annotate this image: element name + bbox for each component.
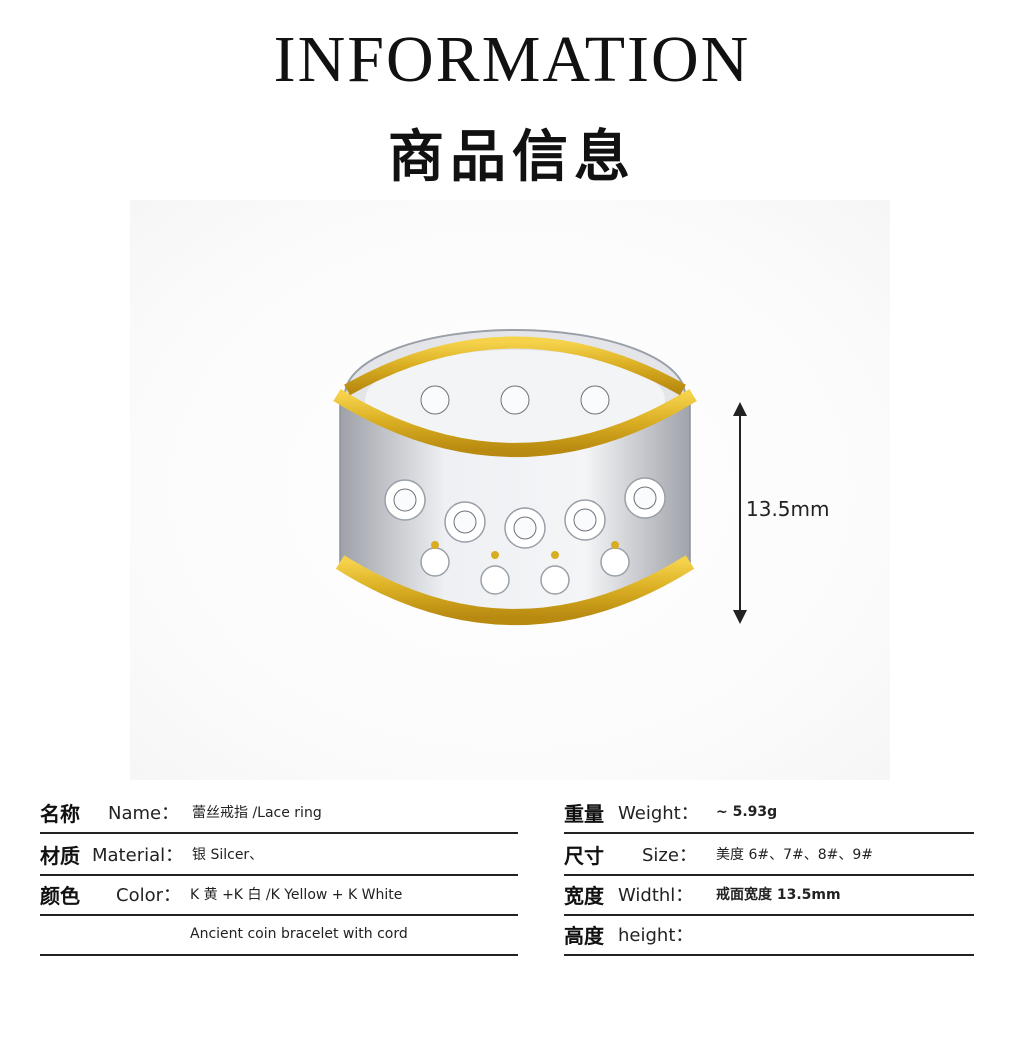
spec-label-zh: 颜色 xyxy=(40,883,80,908)
page-title-english: INFORMATION xyxy=(273,23,751,96)
spec-row-name: 名称 Name： 蕾丝戒指 /Lace ring xyxy=(40,792,518,834)
spec-row-size: 尺寸 Size： 美度 6#、7#、8#、9# xyxy=(564,834,974,876)
spec-value: Ancient coin bracelet with cord xyxy=(190,926,408,942)
spec-label-en: Color： xyxy=(116,885,181,906)
spec-value: 美度 6#、7#、8#、9# xyxy=(716,847,874,863)
spec-label-zh: 尺寸 xyxy=(564,843,604,868)
spec-label-en: Size： xyxy=(642,845,697,866)
spec-row-weight: 重量 Weight： ~ 5.93g xyxy=(564,792,974,834)
spec-value: ~ 5.93g xyxy=(716,804,778,820)
spec-value: 戒面宽度 13.5mm xyxy=(716,887,841,903)
spec-label-en: Name： xyxy=(108,803,180,824)
spec-label-zh: 高度 xyxy=(564,923,604,948)
spec-row-height: 高度 height： xyxy=(564,914,974,956)
spec-value: 蕾丝戒指 /Lace ring xyxy=(192,805,322,821)
spec-label-zh: 材质 xyxy=(40,843,80,868)
page-title-chinese: 商品信息 xyxy=(388,125,636,190)
spec-row-color: 颜色 Color： K 黄 +K 白 /K Yellow + K White xyxy=(40,874,518,916)
spec-label-en: Weight： xyxy=(618,803,699,824)
height-dimension-label: 13.5mm xyxy=(746,497,830,521)
spec-label-en: Material： xyxy=(92,845,184,866)
spec-value: K 黄 +K 白 /K Yellow + K White xyxy=(190,887,403,903)
spec-label-en: height： xyxy=(618,925,694,946)
spec-row-width: 宽度 Widthl： 戒面宽度 13.5mm xyxy=(564,874,974,916)
spec-row-material: 材质 Material： 银 Silcer、 xyxy=(40,834,518,876)
spec-value: 银 Silcer、 xyxy=(192,847,264,863)
spec-label-en: Widthl： xyxy=(618,885,694,906)
spec-label-zh: 重量 xyxy=(564,801,604,826)
spec-row-note: Ancient coin bracelet with cord xyxy=(40,914,518,956)
spec-label-zh: 宽度 xyxy=(564,883,604,908)
height-dimension-arrow xyxy=(733,402,747,624)
spec-label-zh: 名称 xyxy=(40,801,80,826)
lace-ring-image xyxy=(333,329,697,625)
